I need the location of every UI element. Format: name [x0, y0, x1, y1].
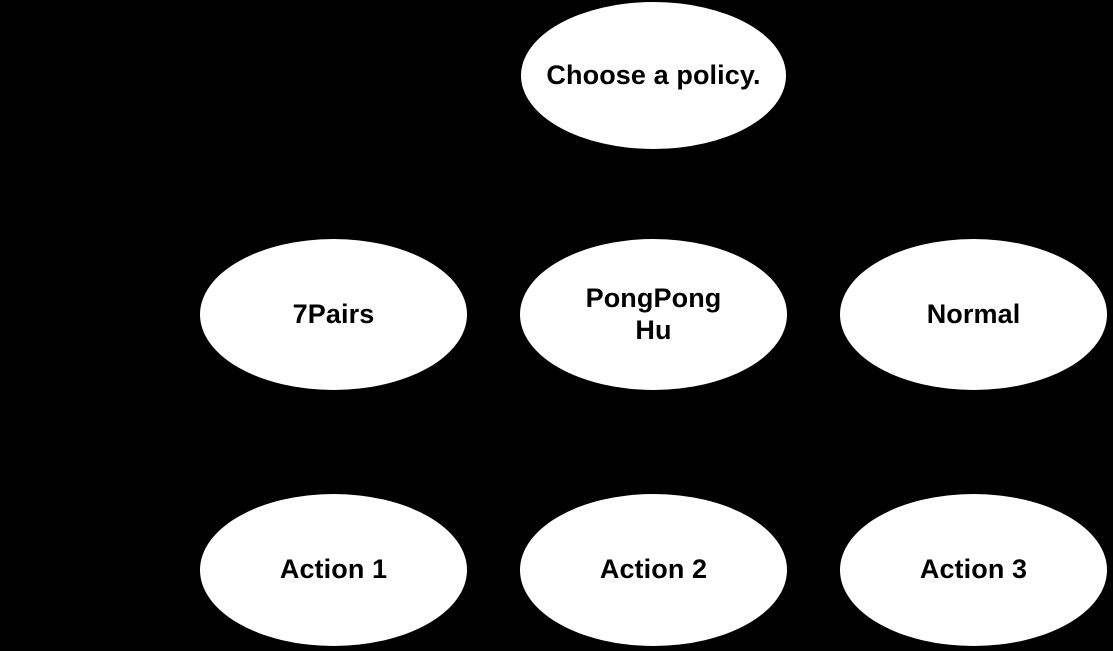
node-action-1[interactable]: Action 1: [200, 494, 467, 646]
node-root[interactable]: Choose a policy.: [521, 2, 786, 149]
node-policy-normal-label: Normal: [926, 298, 1021, 329]
node-policy-normal[interactable]: Normal: [840, 239, 1107, 390]
node-action-2[interactable]: Action 2: [520, 494, 787, 646]
node-action-3[interactable]: Action 3: [840, 494, 1107, 646]
node-root-label: Choose a policy.: [546, 59, 761, 90]
node-policy-pongponghu[interactable]: PongPong Hu: [520, 239, 787, 390]
node-policy-7pairs-label: 7Pairs: [292, 298, 375, 329]
node-action-3-label: Action 3: [919, 554, 1028, 585]
node-action-2-label: Action 2: [599, 554, 708, 585]
node-policy-7pairs[interactable]: 7Pairs: [200, 239, 467, 390]
node-policy-pongponghu-label: PongPong Hu: [585, 282, 722, 345]
node-action-1-label: Action 1: [279, 554, 388, 585]
